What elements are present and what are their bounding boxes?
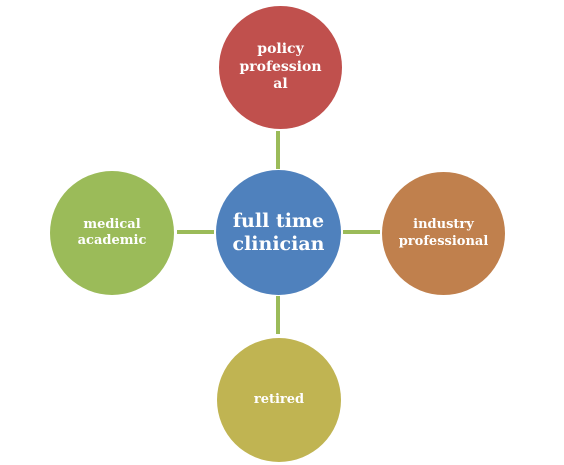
connector-center-to-policy <box>276 131 280 169</box>
connector-center-to-academic <box>177 230 214 234</box>
node-full-time-clinician-label: full time clinician <box>232 209 325 255</box>
node-retired: retired <box>217 338 341 462</box>
node-policy-professional: policy profession al <box>219 6 342 129</box>
node-retired-label: retired <box>253 391 305 407</box>
node-policy-professional-label: policy profession al <box>239 41 322 93</box>
node-full-time-clinician: full time clinician <box>216 170 341 295</box>
node-medical-academic-label: medical academic <box>77 216 147 248</box>
node-industry-professional-label: industry professional <box>398 217 489 249</box>
node-industry-professional: industry professional <box>382 172 505 295</box>
connector-center-to-industry <box>343 230 380 234</box>
connector-center-to-retired <box>276 296 280 334</box>
node-medical-academic: medical academic <box>50 171 174 295</box>
